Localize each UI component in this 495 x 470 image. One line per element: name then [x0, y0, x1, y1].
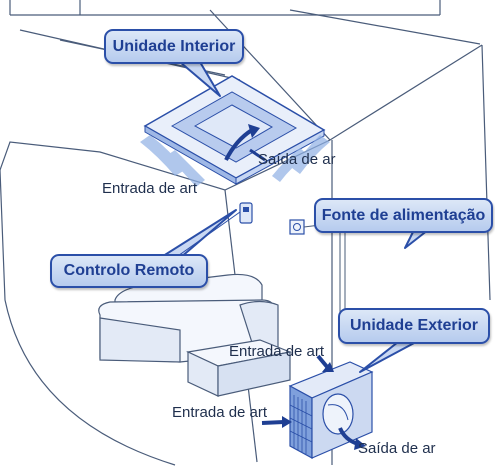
outdoor-unit-shape	[288, 361, 374, 460]
indoor-unit-shape	[143, 75, 326, 185]
remote-leader-line	[174, 211, 241, 259]
power-switch-shape	[289, 219, 346, 340]
remote-control-shape	[239, 202, 253, 224]
air-inlet-outdoor-side-label: Entrada de art	[172, 404, 268, 421]
air-inlet-outdoor-top-label: Entrada de art	[229, 343, 325, 360]
outdoor-unit-label: Unidade Exterior	[349, 317, 479, 334]
air-inlet-indoor-label: Entrada de art	[102, 180, 198, 197]
indoor-air-arrow	[224, 124, 266, 162]
remote-control-callout: Controlo Remoto	[50, 254, 208, 288]
power-supply-callout: Fonte de alimentação	[314, 198, 493, 233]
air-outlet-outdoor-label: Saída de ar	[358, 440, 436, 457]
indoor-airflow	[140, 135, 330, 187]
outdoor-unit-callout: Unidade Exterior	[338, 308, 490, 344]
top-table-fragment	[9, 0, 441, 16]
outdoor-air-arrows	[261, 354, 366, 450]
remote-control-label: Controlo Remoto	[63, 262, 195, 279]
power-supply-label: Fonte de alimentação	[321, 206, 486, 224]
air-outlet-indoor-label: Saída de ar	[258, 151, 336, 168]
coffee-table-shape	[185, 339, 293, 397]
indoor-unit-label: Unidade Interior	[112, 37, 236, 55]
indoor-unit-callout: Unidade Interior	[104, 29, 244, 64]
